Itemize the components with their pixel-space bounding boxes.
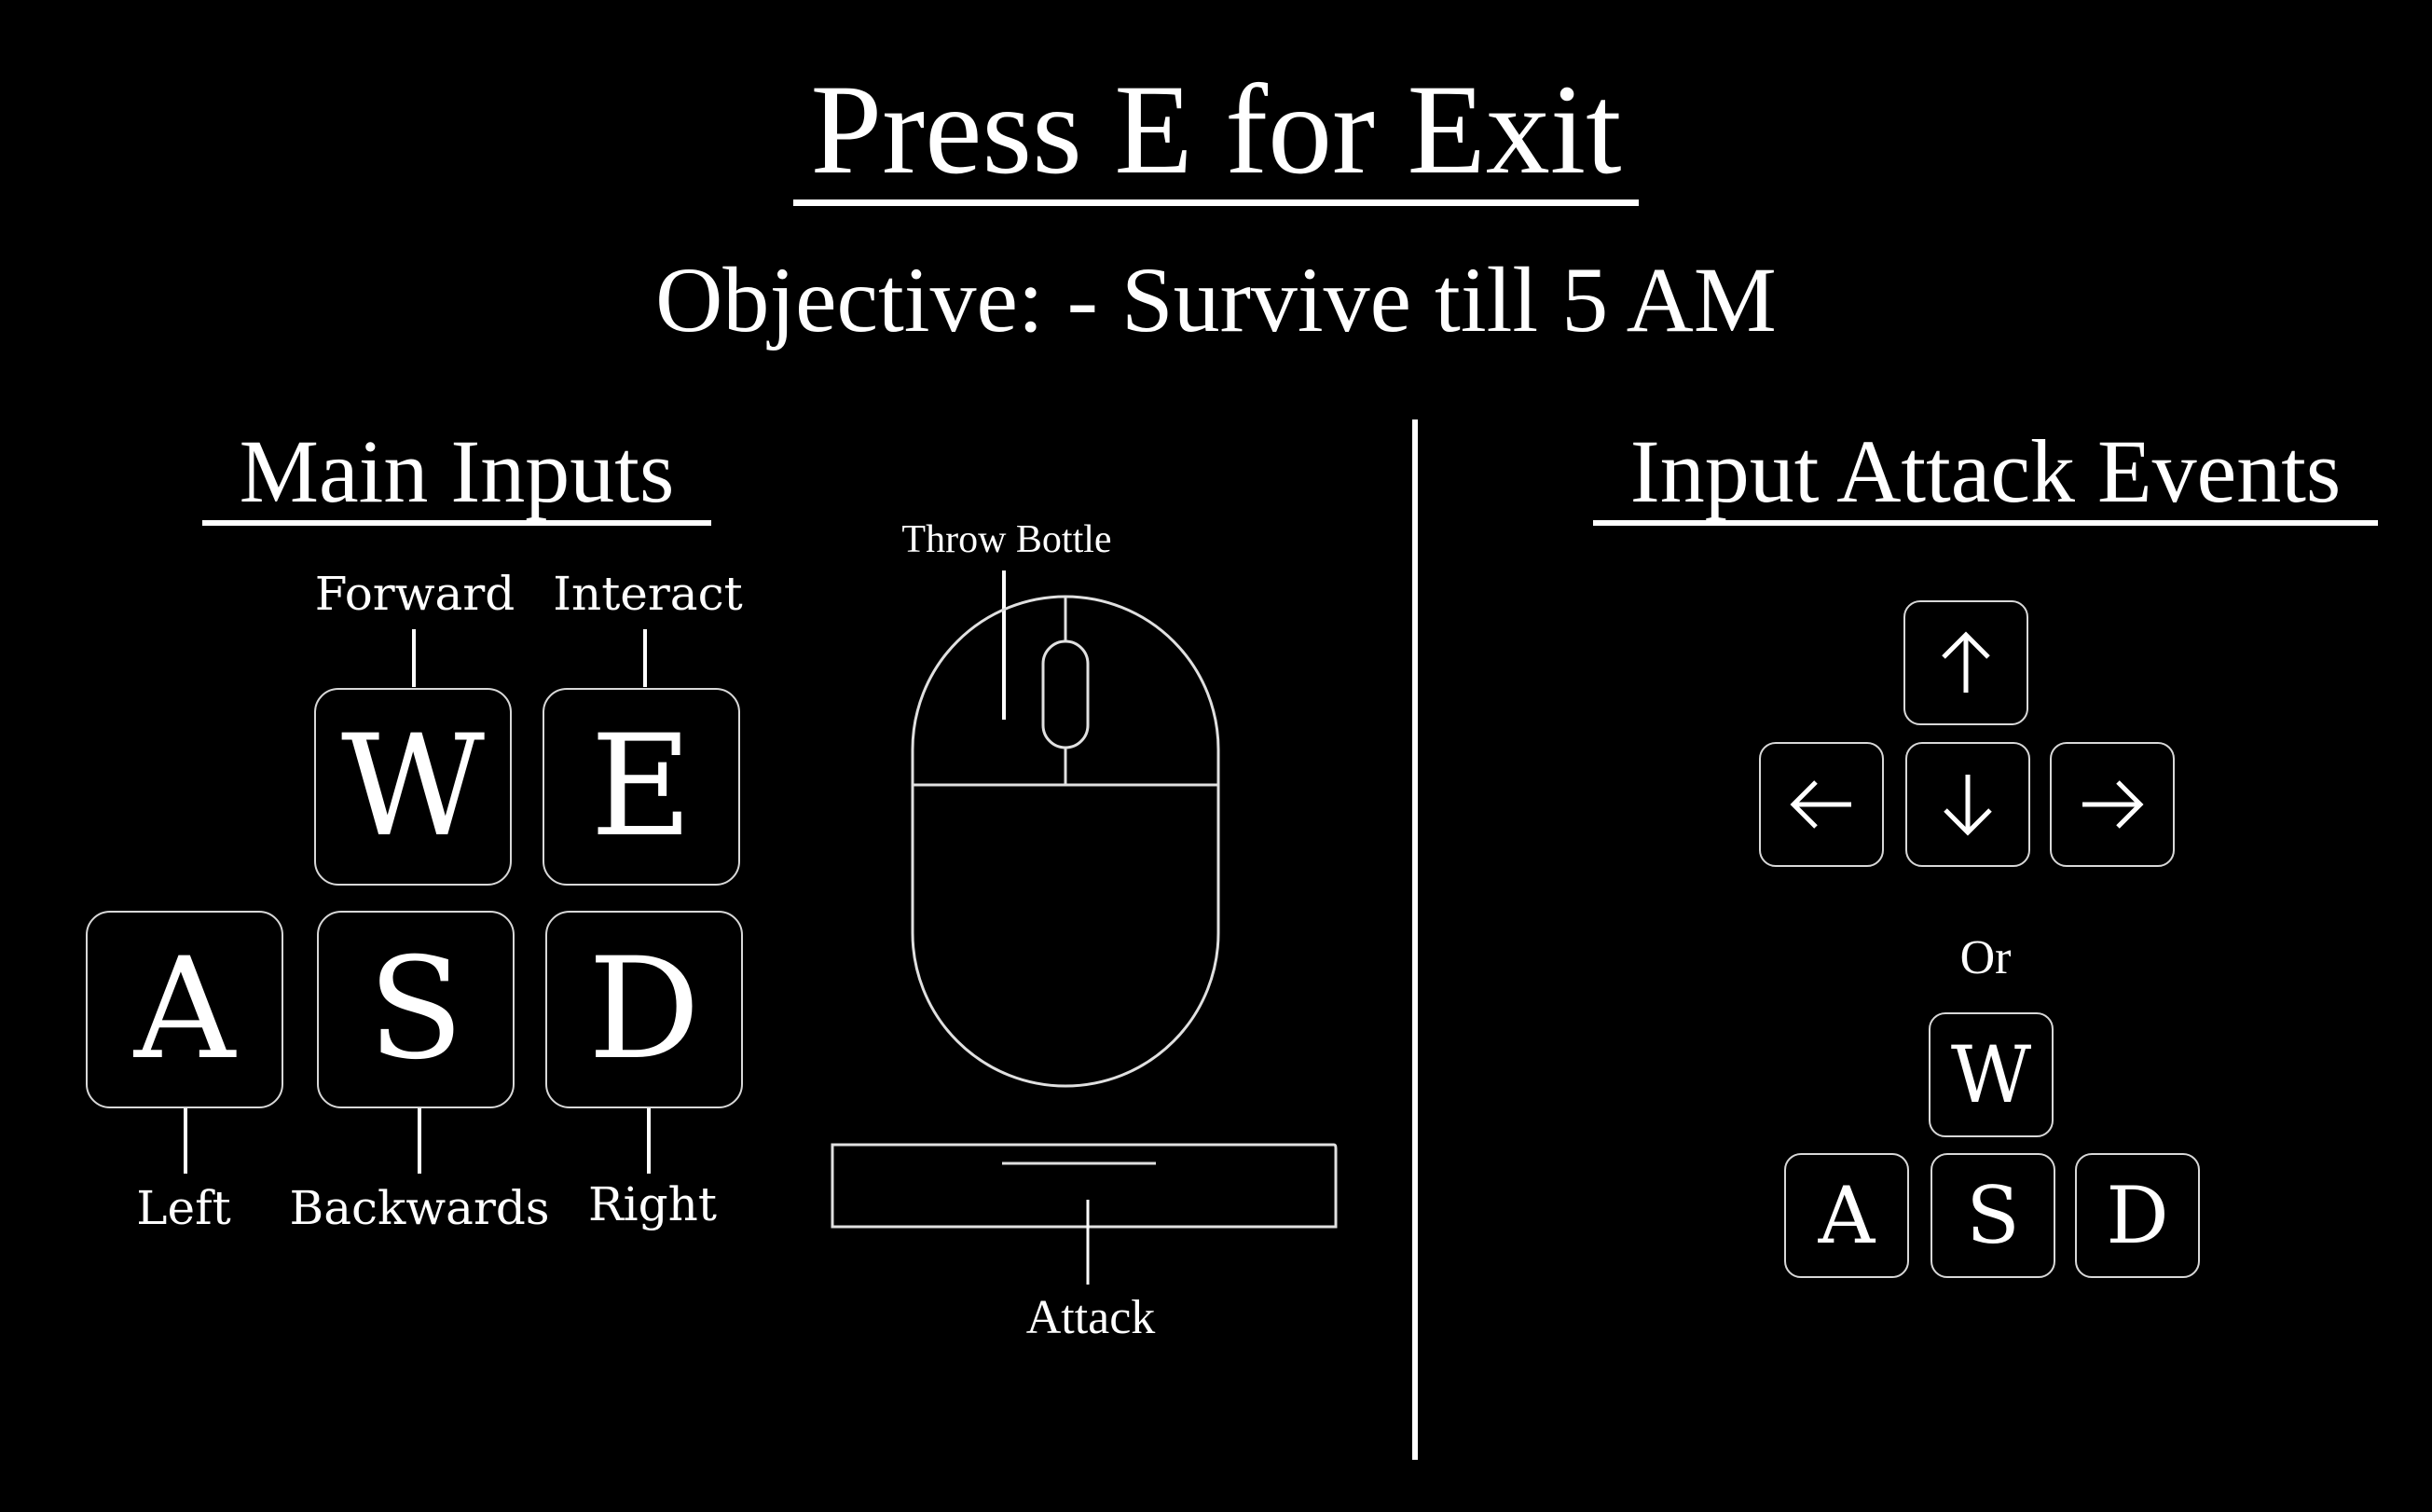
attack-key-d: D [2075,1153,2200,1278]
or-label: Or [1959,931,2012,984]
arrow-up-icon [1942,631,1990,693]
arrow-right-key [2050,742,2175,867]
exit-instruction-title: Press E for Exit [0,65,2432,206]
left-connector [184,1108,187,1174]
key-s: S [317,911,515,1108]
arrow-left-key [1759,742,1884,867]
attack-key-s: S [1930,1153,2055,1278]
arrow-down-key [1905,742,2030,867]
throw-bottle-label: Throw Bottle [901,518,1112,561]
attack-key-w: W [1929,1012,2054,1137]
right-connector [647,1108,651,1174]
backwards-label: Backwards [289,1181,550,1235]
arrow-up-key [1903,600,2028,725]
key-a: A [86,911,283,1108]
attack-label: Attack [1025,1291,1156,1344]
interact-label: Interact [553,567,743,621]
key-e: E [543,688,740,886]
arrow-right-icon [2082,780,2144,829]
section-divider [1412,419,1418,1460]
attack-events-heading: Input Attack Events [1566,427,2405,526]
main-inputs-heading: Main Inputs [140,427,774,526]
attack-key-a: A [1784,1153,1909,1278]
objective-text: Objective: - Survive till 5 AM [655,248,1777,351]
arrow-down-icon [1944,775,1992,836]
right-label: Right [588,1177,717,1231]
interact-connector [643,629,647,687]
backwards-connector [418,1108,421,1174]
key-d: D [545,911,743,1108]
forward-connector [412,629,416,687]
left-label: Left [136,1181,231,1235]
forward-label: Forward [314,567,515,621]
key-w: W [314,688,512,886]
arrow-left-icon [1790,780,1851,829]
